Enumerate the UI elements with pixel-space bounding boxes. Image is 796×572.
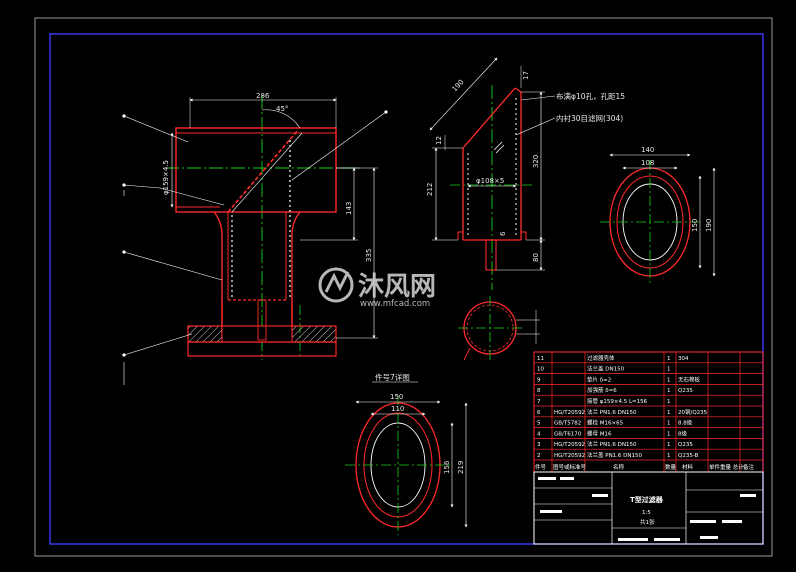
bom-cell-qty: 1 [667,410,671,416]
dim-side-6: 6 [499,231,507,236]
dim-main-angle: 45° [276,105,288,113]
bom-cell-name: 过滤器壳体 [587,354,615,362]
bom-cell-code: HG/T20592 [554,410,585,416]
note-holes: 布满φ10孔，孔距15 [556,91,625,101]
bom-header-code: 图号或标准号 [553,463,587,471]
dim-side-17: 17 [522,71,530,80]
bom-cell-no: 10 [537,367,544,373]
bom-cell-qty: 1 [667,442,671,448]
bom-header-qty: 数量 [665,463,677,471]
watermark: 沐风网 www.mfcad.com [318,267,436,309]
bom-cell-material: 无石棉板 [678,375,701,383]
bom-cell-qty: 1 [667,453,671,459]
bom-cell-qty: 1 [667,356,671,362]
dim-side-80: 80 [532,253,540,262]
bom-cell-name: 法兰盖 PN1.6 DN150 [587,451,643,459]
round-section-view [458,296,540,361]
bom-cell-qty: 1 [667,377,671,383]
part7-detail-view: 件号7详图 150 110 156 219 [345,372,468,535]
dim-part7-110: 110 [391,405,404,413]
bom-cell-name: 接管 φ159×4.5 L=156 [587,397,648,405]
dim-side-pipe: φ108×5 [476,177,504,185]
bom-cell-material: Q235-B [678,453,699,459]
dim-side-320: 320 [532,155,540,168]
bom-cell-no: 9 [537,377,541,383]
bom-header-remark: 备注 [743,463,755,471]
bom-cell-name: 法兰 PN1.6 DN150 [587,440,637,448]
bom-cell-name: 螺母 M16 [587,429,612,437]
note-mesh: 内衬30目滤网(304) [556,113,623,123]
watermark-brand: 沐风网 [358,272,436,302]
bom-cell-qty: 1 [667,421,671,427]
bom-cell-no: 11 [537,356,544,362]
bom-cell-no: 7 [537,399,541,405]
bom-cell-no: 2 [537,453,541,459]
bom-cell-name: 垫片 δ=2 [587,375,611,383]
bom-cell-code: GB/T5782 [554,421,581,427]
bom-cell-name: 法兰盖 DN150 [587,365,625,373]
dim-part7-150: 150 [390,393,403,401]
bom-header-material: 材料 [682,463,694,471]
dim-main-h1: 143 [345,202,353,215]
title-sheet: 共1张 [640,518,655,526]
dim-main-h2: 335 [365,249,373,262]
top-oval-view: 140 108 150 190 [600,146,716,284]
bom-cell-material: 8.8级 [678,419,693,427]
title-scale: 1:5 [642,510,651,516]
dim-side-12: 12 [435,136,443,145]
bom-cell-code: GB/T6170 [554,431,582,437]
bom-cell-material: Q235 [678,388,693,394]
dim-part7-219: 219 [457,461,465,474]
bom-header-no: 件号 [535,463,547,471]
bom-cell-material: 304 [678,356,689,362]
bom-cell-no: 3 [537,442,541,448]
bom-cell-name: 法兰 PN1.6 DN150 [587,408,637,416]
bom-header-weight: 单件重量 总计 [709,463,744,471]
bom-cell-no: 6 [537,410,541,416]
bom-cell-no: 8 [537,388,541,394]
drawing-frame [34,17,773,557]
dim-side-212: 212 [426,183,434,196]
watermark-url: www.mfcad.com [360,299,430,309]
bom-cell-name: 螺栓 M16×65 [587,419,624,427]
dim-main-pipe: φ159×4.5 [162,160,170,195]
bom-cell-no: 5 [537,421,541,427]
title-drawing-name: T型过滤器 [630,495,664,504]
bom-cell-material: Q235 [678,442,693,448]
watermark-logo-icon [318,267,354,303]
bom-cell-code: HG/T20592 [554,453,585,459]
main-section-view: 286 45° φ159×4.5 143 335 [122,92,388,385]
dim-top-140: 140 [641,146,654,154]
bom-cell-code: HG/T20592 [554,442,585,448]
bom-cell-no: 4 [537,431,541,437]
bom-cell-material: 8级 [678,429,687,437]
bom-header-name: 名称 [613,463,625,471]
dim-part7-156: 156 [443,460,451,474]
bom-cell-name: 加强筋 δ=6 [587,386,617,394]
title-block: T型过滤器 1:5 共1张 [533,471,764,545]
dim-top-108: 108 [641,159,654,167]
bom-cell-qty: 1 [667,399,671,405]
dim-top-190: 190 [705,219,713,232]
dim-main-width: 286 [256,92,270,100]
bom-cell-material: 20钢/Q235 [678,408,708,416]
part7-title: 件号7详图 [375,372,410,382]
bom-cell-qty: 1 [667,431,671,437]
bom-cell-qty: 1 [667,388,671,394]
bom-cell-qty: 1 [667,367,671,373]
dim-top-150: 150 [691,219,699,232]
